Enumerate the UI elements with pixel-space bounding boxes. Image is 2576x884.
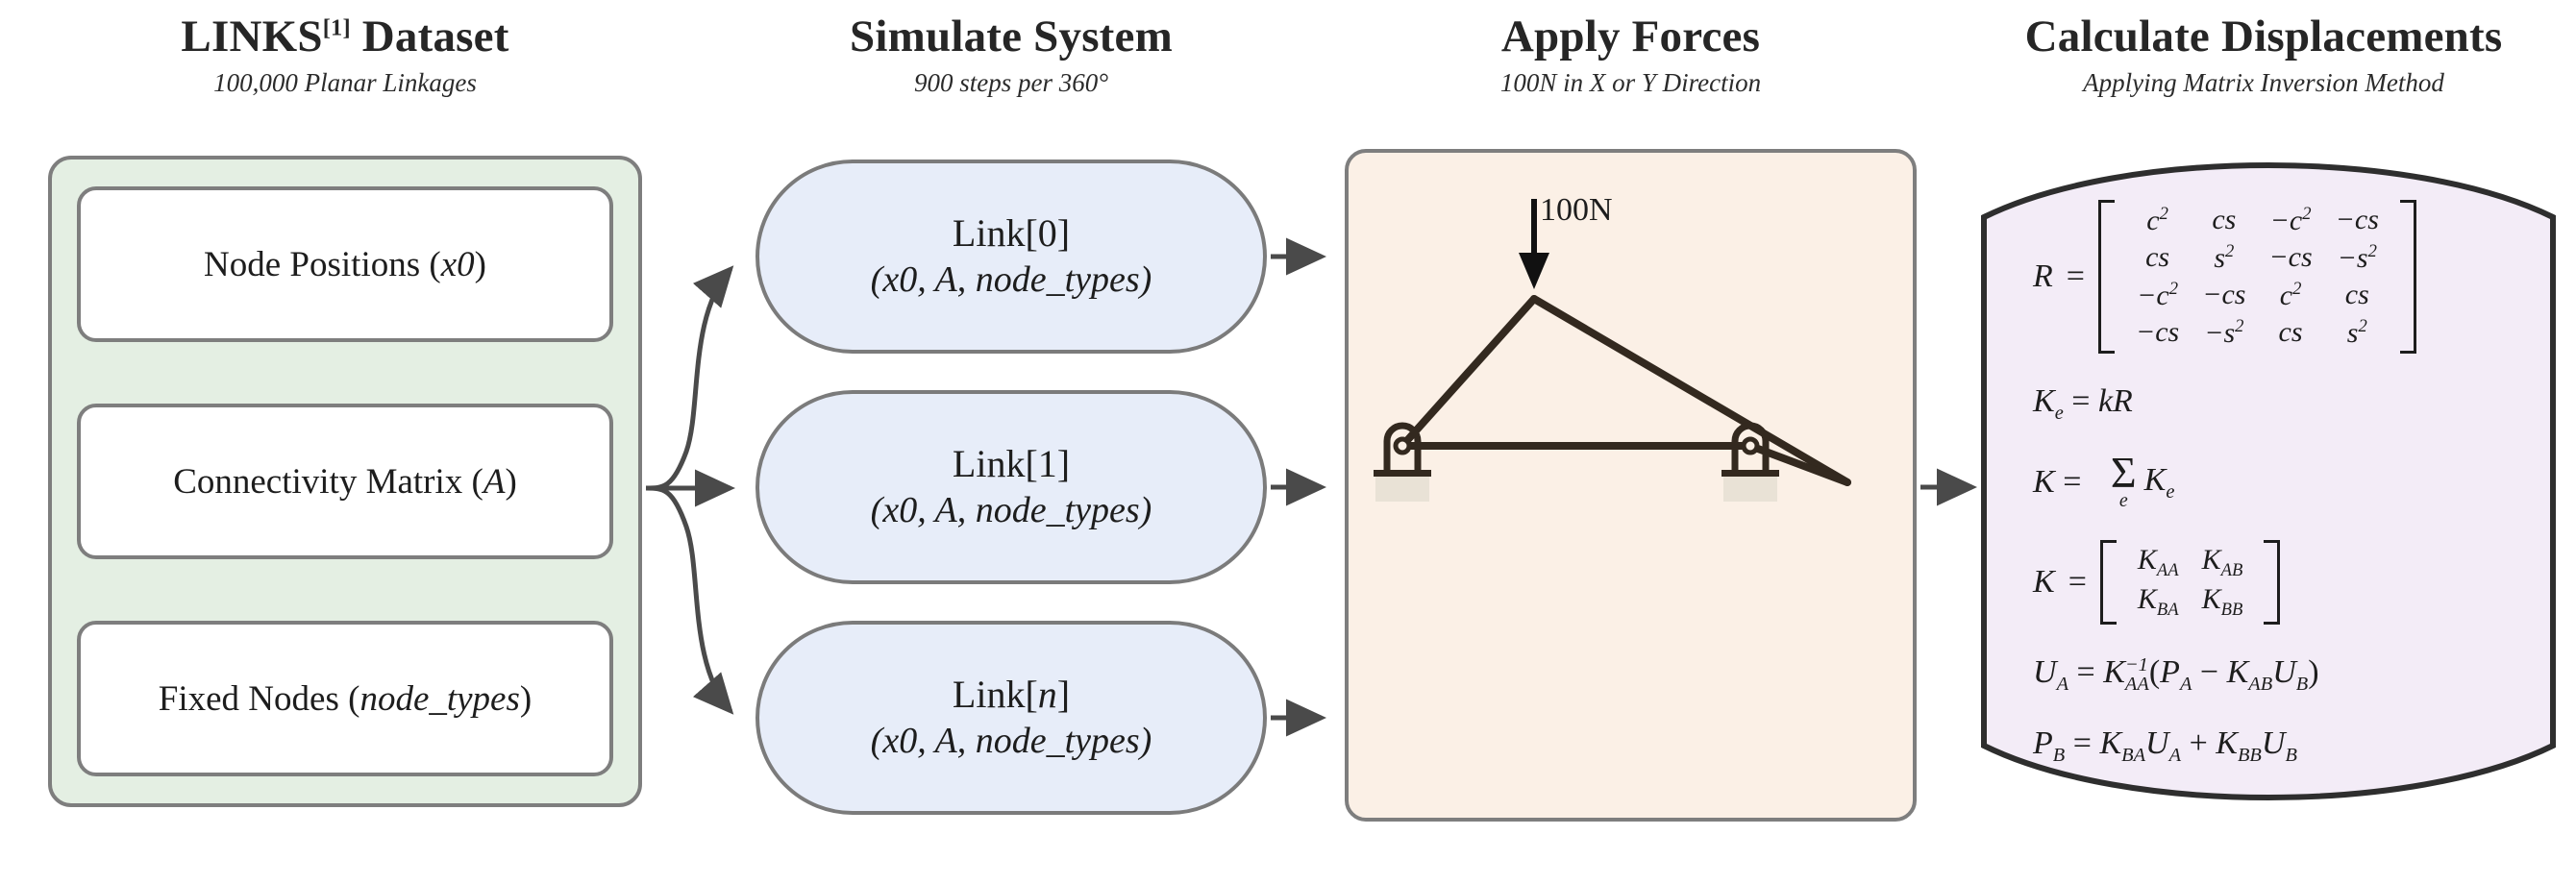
matrix-cell: c2	[2146, 204, 2168, 236]
citation-marker: [1]	[322, 14, 351, 41]
equations-panel-shape	[1981, 162, 2556, 800]
column-title-dataset: LINKS[1] Dataset	[48, 12, 642, 61]
matrix-cell: −cs	[2202, 279, 2246, 310]
dataset-item-fixed-nodes[interactable]: Fixed Nodes (node_types)	[77, 621, 613, 776]
matrix-cell: s2	[2346, 316, 2367, 349]
column-title-main: LINKS	[181, 12, 323, 61]
force-arrow-icon	[1519, 199, 1549, 289]
matrix-cell: −cs	[2335, 204, 2379, 235]
simulate-pill-link-1[interactable]: Link[1] (x0, A, node_types)	[755, 390, 1267, 584]
pill-args: (x0, A, node_types)	[870, 490, 1152, 531]
dataset-item-node-positions[interactable]: Node Positions (x0)	[77, 186, 613, 342]
simulate-pill-link-0[interactable]: Link[0] (x0, A, node_types)	[755, 160, 1267, 354]
equals-sign: =	[2054, 464, 2090, 500]
column-title-simulate: Simulate System	[850, 12, 1173, 61]
column-title-tail: Dataset	[350, 12, 509, 61]
apply-forces-panel	[1345, 149, 1917, 822]
dataset-item-tail: )	[474, 244, 486, 284]
bracket-left-icon	[2097, 200, 2115, 354]
equation-partitioned-stiffness: K = KAA KAB KBA KBB	[2033, 540, 2533, 626]
matrix-cell: −c2	[2269, 204, 2312, 236]
equals-sign: =	[2066, 258, 2085, 294]
pill-title: Link[n]	[952, 673, 1071, 717]
matrix-cell: cs	[2212, 204, 2237, 235]
matrix-cell: KBB	[2201, 583, 2243, 621]
matrix-cell: cs	[2344, 279, 2369, 310]
equation-global-stiffness-sum: K = Σ e Ke	[2033, 448, 2533, 511]
equation-element-stiffness: Ke = kR	[2033, 383, 2533, 425]
matrix-cell: −s2	[2204, 316, 2244, 349]
matrix-cell: cs	[2145, 241, 2170, 273]
pin-support-left	[1374, 422, 1431, 502]
matrix-cell: −cs	[2268, 241, 2313, 273]
dataset-panel: Node Positions (x0) Connectivity Matrix …	[48, 156, 642, 807]
equation-term: Ke	[2143, 461, 2175, 503]
connector-dataset-to-link0	[645, 265, 734, 491]
equation-reaction-forces: PB = KBAUA + KBBUB	[2033, 725, 2533, 767]
dataset-item-tail: )	[519, 678, 533, 719]
column-subtitle-simulate: 900 steps per 360°	[913, 68, 1109, 98]
matrix-cell: KAA	[2137, 544, 2179, 581]
dataset-item-label: Fixed Nodes (	[158, 678, 360, 719]
column-subtitle-forces: 100N in X or Y Direction	[1499, 68, 1762, 98]
matrix-cell: KAB	[2201, 544, 2243, 581]
column-subtitle-dataset: 100,000 Planar Linkages	[213, 68, 477, 98]
dataset-item-variable: node_types	[359, 678, 520, 719]
matrix-K-partition: KAA KAB KBA KBB	[2099, 540, 2281, 626]
force-magnitude-label: 100N	[1540, 192, 1613, 228]
matrix-cell: −c2	[2137, 279, 2179, 311]
dataset-item-tail: )	[505, 461, 517, 502]
equation-text: Ke = kR	[2033, 383, 2133, 424]
equation-rotation-matrix: R = c2 cs −c2 −cs cs s2 −cs −s2 −c2 −cs	[2033, 200, 2533, 354]
column-title-forces: Apply Forces	[1500, 12, 1761, 61]
matrix-cell: cs	[2278, 316, 2303, 348]
column-heading-dataset: LINKS[1] Dataset 100,000 Planar Linkages	[48, 12, 642, 98]
matrix-cell: −cs	[2135, 316, 2180, 348]
equals-sign: =	[2068, 564, 2087, 601]
column-heading-simulate: Simulate System 900 steps per 360°	[755, 12, 1267, 98]
linkage-diagram	[1374, 199, 1851, 502]
bracket-left-icon	[2099, 540, 2117, 626]
equations-panel: R = c2 cs −c2 −cs cs s2 −cs −s2 −c2 −cs	[1980, 142, 2557, 821]
equation-text: PB = KBAUA + KBBUB	[2033, 725, 2297, 766]
matrix-cell: c2	[2279, 279, 2302, 311]
pill-args: (x0, A, node_types)	[870, 721, 1152, 762]
matrix-cell: s2	[2214, 241, 2235, 274]
summation-icon: Σ e	[2110, 448, 2137, 511]
pill-title: Link[1]	[952, 442, 1071, 486]
column-heading-equations: Calculate Displacements Applying Matrix …	[1961, 12, 2566, 98]
connector-dataset-to-linkn	[645, 485, 734, 715]
matrix-cell: KBA	[2137, 583, 2179, 621]
linkage-bars	[1399, 295, 1851, 486]
pin-support-right	[1721, 422, 1779, 502]
equation-lhs: K	[2033, 464, 2055, 500]
simulate-pill-link-n[interactable]: Link[n] (x0, A, node_types)	[755, 621, 1267, 815]
dataset-item-connectivity-matrix[interactable]: Connectivity Matrix (A)	[77, 404, 613, 559]
column-title-equations: Calculate Displacements	[2024, 12, 2503, 61]
matrix-R: c2 cs −c2 −cs cs s2 −cs −s2 −c2 −cs c2 c…	[2097, 200, 2416, 354]
dataset-item-label: Node Positions (	[204, 244, 441, 284]
equation-lhs: R	[2033, 258, 2053, 294]
dataset-item-variable: x0	[440, 244, 475, 284]
pill-args: (x0, A, node_types)	[870, 259, 1152, 301]
equation-lhs: K	[2033, 564, 2055, 601]
matrix-cell: −s2	[2337, 241, 2377, 274]
summation-index: e	[2118, 489, 2128, 511]
pill-title: Link[0]	[952, 211, 1071, 256]
column-heading-forces: Apply Forces 100N in X or Y Direction	[1345, 12, 1917, 98]
bracket-right-icon	[2399, 200, 2416, 354]
column-subtitle-equations: Applying Matrix Inversion Method	[2083, 68, 2444, 98]
bracket-right-icon	[2264, 540, 2281, 626]
dataset-item-label: Connectivity Matrix (	[173, 461, 483, 502]
dataset-item-variable: A	[483, 461, 506, 502]
